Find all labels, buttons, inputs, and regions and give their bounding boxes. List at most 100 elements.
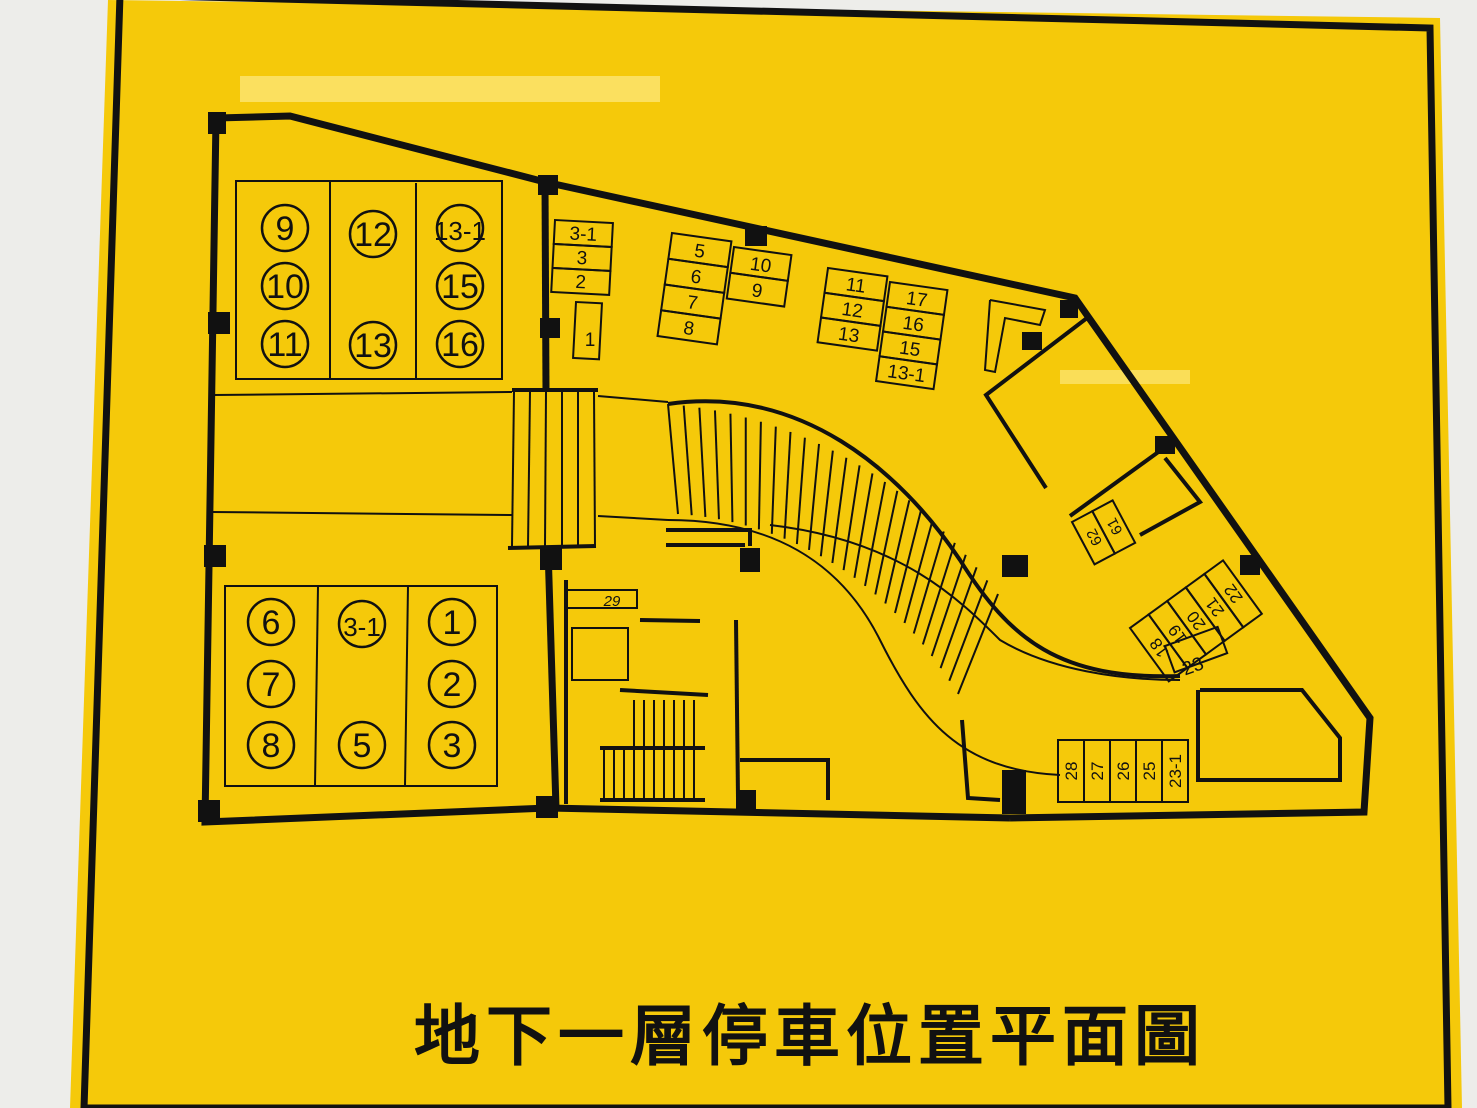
stall-label: 28 bbox=[1062, 762, 1081, 781]
stall-label: 13 bbox=[354, 327, 392, 365]
stall-circle bbox=[337, 720, 387, 770]
stall-2: 2 bbox=[550, 266, 612, 296]
stall-circle bbox=[246, 720, 296, 770]
stall-label: 2 bbox=[443, 666, 462, 704]
ramp-step bbox=[874, 490, 899, 595]
stall-label: 6 bbox=[262, 604, 281, 642]
stall-label: 12 bbox=[840, 299, 864, 323]
stall-8: 8 bbox=[246, 720, 296, 770]
ramp-step bbox=[831, 457, 848, 564]
stall-label: 1 bbox=[443, 604, 462, 642]
stall-23-1: 23-1 bbox=[1161, 739, 1189, 803]
stall-box bbox=[816, 316, 882, 352]
ramp-step bbox=[864, 481, 887, 587]
stall-label: 3-1 bbox=[343, 612, 381, 642]
stall-circle bbox=[427, 659, 477, 709]
stall-13-1: 13-1 bbox=[874, 355, 939, 391]
stall-10: 10 bbox=[260, 261, 310, 311]
building-outline bbox=[198, 112, 1374, 826]
ramp-step bbox=[842, 465, 861, 571]
ramp-step bbox=[884, 500, 911, 604]
stall-61: 61 bbox=[1090, 499, 1137, 555]
stall-box bbox=[550, 266, 612, 296]
glare bbox=[1060, 370, 1190, 384]
stall-2: 2 bbox=[427, 659, 477, 709]
stall-circle bbox=[348, 320, 398, 370]
stall-label: 13-1 bbox=[434, 216, 486, 246]
stall-group: 3-132 bbox=[550, 218, 614, 296]
stall-label: 61 bbox=[1104, 515, 1127, 538]
stall-box bbox=[1161, 739, 1189, 803]
stall-label: 2 bbox=[575, 272, 587, 294]
stall-label: 6 bbox=[689, 266, 702, 288]
stall-7: 7 bbox=[246, 659, 296, 709]
ramp-step bbox=[729, 413, 734, 523]
stall-label: 62 bbox=[1083, 526, 1106, 549]
stall-group: 5 6 7 8 bbox=[656, 231, 733, 346]
stall-circle bbox=[435, 319, 485, 369]
stall-label: 26 bbox=[1114, 762, 1133, 781]
ramp-step bbox=[912, 531, 945, 634]
ramp-step bbox=[939, 566, 978, 669]
stall-label: 1 bbox=[585, 330, 596, 351]
stall-box bbox=[1203, 559, 1264, 629]
stall-label: 25 bbox=[1140, 762, 1159, 781]
stall-1: 1 bbox=[572, 300, 604, 361]
stall-13-1: 13-1 bbox=[434, 203, 486, 253]
ramp-step bbox=[757, 421, 762, 530]
ramp-step bbox=[783, 431, 792, 539]
stall-9: 9 bbox=[725, 271, 789, 308]
ramp-step bbox=[698, 407, 707, 517]
south-west-parking-block: 6 7 8 3-1 5 1 2 3 bbox=[224, 585, 498, 787]
ramp-step bbox=[713, 410, 720, 520]
stall-label: 3 bbox=[443, 727, 462, 765]
stall-5: 5 bbox=[337, 720, 387, 770]
ramp-step bbox=[808, 443, 821, 551]
stall-circle bbox=[427, 597, 477, 647]
curved-ramp bbox=[667, 399, 1181, 776]
stall-8: 8 bbox=[656, 309, 722, 346]
ramp-step bbox=[795, 437, 806, 545]
ramp-step bbox=[667, 403, 679, 515]
ramp-step bbox=[894, 509, 922, 614]
stall-label: 9 bbox=[276, 210, 295, 248]
stall-label: 16 bbox=[441, 326, 479, 364]
stall-label: 13-1 bbox=[886, 361, 927, 387]
ramp-step bbox=[948, 580, 989, 682]
stall-1: 1 bbox=[427, 597, 477, 647]
sign-title: 地下一層停車位置平面圖 bbox=[414, 998, 1206, 1075]
yellow-board bbox=[70, 0, 1462, 1108]
stall-label: 3 bbox=[576, 248, 588, 270]
stall-label: 15 bbox=[441, 268, 479, 306]
stall-box bbox=[656, 309, 722, 346]
stall-15: 15 bbox=[435, 261, 485, 311]
stall-label: 8 bbox=[682, 318, 695, 340]
stair-elevator: 29 bbox=[566, 299, 1047, 802]
stall-circle bbox=[337, 599, 387, 649]
stall-29-label: 29 bbox=[603, 593, 621, 610]
stall-label: 7 bbox=[686, 292, 699, 314]
stall-box bbox=[572, 300, 604, 361]
stall-11: 11 bbox=[260, 319, 310, 369]
stall-3: 3 bbox=[427, 720, 477, 770]
stall-label: 8 bbox=[262, 727, 281, 765]
stall-circle bbox=[260, 319, 310, 369]
ramp-step bbox=[957, 593, 999, 695]
stall-6: 6 bbox=[246, 597, 296, 647]
stall-label: 17 bbox=[905, 288, 929, 312]
stall-9: 9 bbox=[260, 203, 310, 253]
stall-label: 3-1 bbox=[569, 224, 598, 246]
ramp-step bbox=[770, 426, 777, 534]
stall-label: 15 bbox=[898, 338, 922, 362]
ramp-step bbox=[682, 405, 693, 516]
stall-label: 5 bbox=[353, 727, 372, 765]
stall-circle bbox=[427, 720, 477, 770]
stall-label: 23-1 bbox=[1166, 754, 1185, 788]
stall-label: 5 bbox=[693, 241, 706, 263]
stall-box bbox=[1163, 625, 1229, 674]
